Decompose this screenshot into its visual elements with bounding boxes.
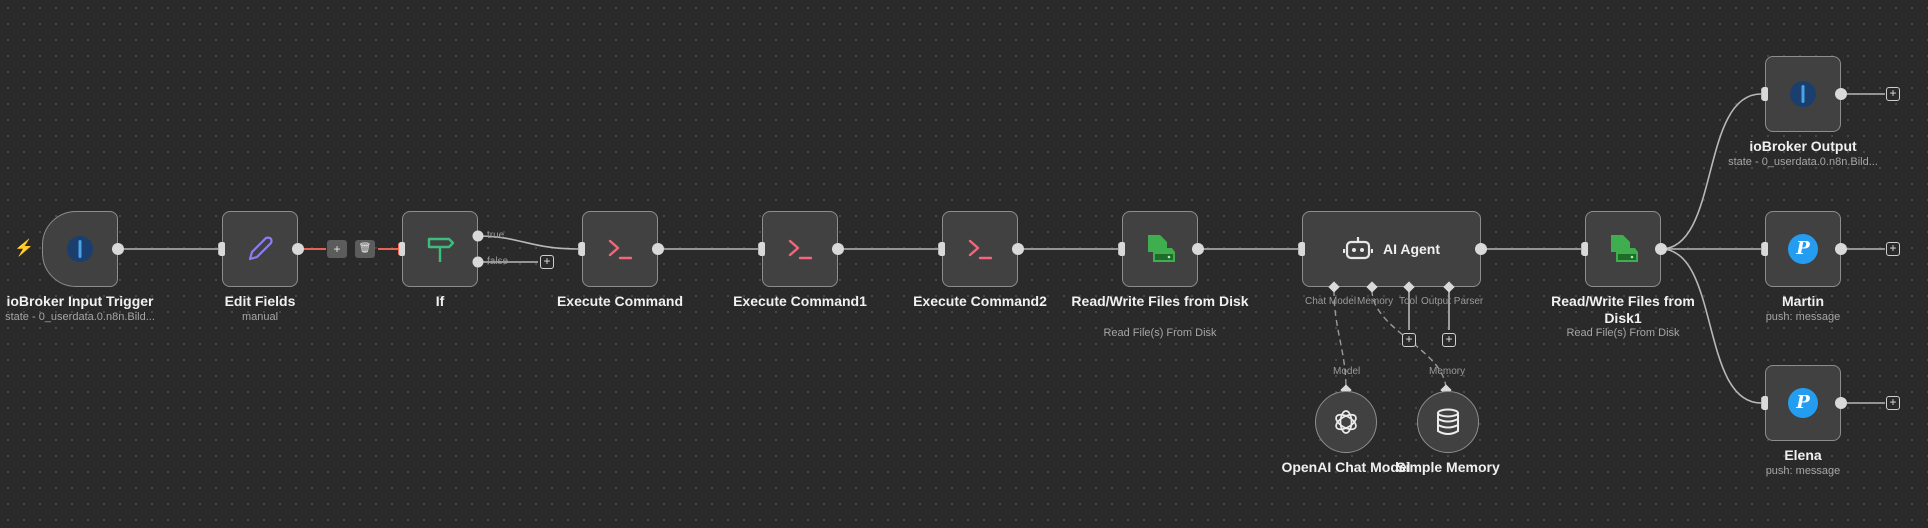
pushover-icon: P (1788, 234, 1818, 264)
node-title: Execute Command (556, 293, 684, 309)
output-port[interactable] (112, 243, 124, 255)
node-title: ioBroker Input Trigger (6, 293, 154, 309)
output-port[interactable] (1655, 243, 1667, 255)
port-label-memory: Memory (1357, 296, 1394, 307)
node-simple-memory[interactable] (1417, 391, 1479, 453)
node-subtitle: state - 0_userdata.0.n8n.Bild... (5, 311, 155, 323)
input-port[interactable] (1582, 242, 1588, 256)
add-node-plus[interactable]: + (1886, 242, 1900, 256)
node-title: OpenAI Chat Model (1281, 459, 1411, 475)
edge-rw2-iob (1660, 93, 1762, 250)
port-label-tool: Tool (1399, 296, 1418, 307)
node-iobroker-input-trigger[interactable] (42, 211, 118, 287)
iobroker-icon (1790, 81, 1816, 107)
output-port[interactable] (1835, 397, 1847, 409)
terminal-icon (968, 239, 993, 260)
output-port[interactable] (652, 243, 664, 255)
output-port[interactable] (1835, 88, 1847, 100)
node-subtitle: push: message (1765, 465, 1841, 477)
node-title: Execute Command1 (733, 293, 867, 309)
node-execute-command2[interactable] (942, 211, 1018, 287)
node-edit-fields[interactable] (222, 211, 298, 287)
output-label-false: false (487, 256, 509, 267)
pushover-icon: P (1788, 388, 1818, 418)
output-port[interactable] (832, 243, 844, 255)
input-port[interactable] (1762, 87, 1768, 101)
database-icon (1437, 408, 1459, 435)
file-disk-icon (1148, 235, 1175, 262)
terminal-icon (608, 239, 633, 260)
node-subtitle: Read File(s) From Disk (1566, 327, 1680, 339)
output-port[interactable] (292, 243, 304, 255)
output-port[interactable] (1475, 243, 1487, 255)
node-title: ioBroker Output (1749, 138, 1857, 154)
node-title: Execute Command2 (913, 293, 1047, 309)
robot-icon (1342, 237, 1373, 260)
add-tool-plus[interactable]: + (1402, 333, 1416, 347)
node-title: Elena (1784, 447, 1822, 463)
terminal-icon (788, 239, 813, 260)
node-title: AI Agent (1382, 241, 1441, 257)
edge-model-openai (1333, 289, 1347, 391)
node-subtitle: manual (241, 311, 279, 323)
edge-rw2-elena (1660, 248, 1762, 404)
node-title: Read/Write Files from Disk (1071, 293, 1249, 309)
node-execute-command1[interactable] (762, 211, 838, 287)
trigger-bolt-icon: ⚡ (14, 240, 34, 257)
file-disk-icon (1611, 235, 1638, 262)
openai-icon (1335, 410, 1357, 434)
output-label-true: true (487, 230, 505, 241)
pencil-icon (248, 236, 273, 261)
input-port[interactable] (1762, 242, 1768, 256)
add-output-parser-plus[interactable]: + (1442, 333, 1456, 347)
output-port-true[interactable] (472, 230, 484, 242)
input-port[interactable] (1119, 242, 1125, 256)
node-read-write-files1[interactable] (1585, 211, 1661, 287)
edge-if-true-exec (477, 235, 579, 250)
input-port[interactable] (219, 242, 225, 256)
node-read-write-files[interactable] (1122, 211, 1198, 287)
node-elena[interactable]: P (1765, 365, 1841, 441)
input-port[interactable] (399, 242, 405, 256)
node-ai-agent[interactable]: AI Agent (1302, 211, 1481, 287)
node-iobroker-output[interactable] (1765, 56, 1841, 132)
node-title: Read/Write Files from Disk1 (1551, 293, 1695, 326)
output-port[interactable] (1835, 243, 1847, 255)
add-node-plus[interactable]: + (1886, 87, 1900, 101)
input-port[interactable] (939, 242, 945, 256)
add-node-plus[interactable]: + (1886, 396, 1900, 410)
node-title: If (435, 293, 445, 309)
node-execute-command[interactable] (582, 211, 658, 287)
add-node-button[interactable]: + (327, 240, 347, 258)
node-title: Martin (1782, 293, 1824, 309)
port-label-output-parser: Output Parser (1421, 296, 1484, 307)
port-label-memory-node: Memory (1429, 366, 1466, 377)
port-label-chat-model: Chat Model (1305, 296, 1357, 307)
input-port[interactable] (579, 242, 585, 256)
node-if[interactable] (402, 211, 478, 287)
input-port[interactable] (1762, 396, 1768, 410)
node-title: Edit Fields (224, 293, 296, 309)
port-label-model: Model (1333, 366, 1361, 377)
input-port[interactable] (1299, 242, 1305, 256)
add-node-plus[interactable]: + (540, 255, 554, 269)
node-title: Simple Memory (1396, 459, 1500, 475)
signpost-icon (427, 237, 455, 262)
iobroker-icon (67, 236, 93, 262)
node-subtitle: push: message (1765, 311, 1841, 323)
node-martin[interactable]: P (1765, 211, 1841, 287)
delete-connection-button[interactable]: 🗑 (355, 240, 375, 258)
node-subtitle: Read File(s) From Disk (1103, 327, 1217, 339)
output-port-false[interactable] (472, 256, 484, 268)
node-subtitle: state - 0_userdata.0.n8n.Bild... (1728, 156, 1878, 168)
output-port[interactable] (1192, 243, 1204, 255)
input-port[interactable] (759, 242, 765, 256)
node-openai-chat-model[interactable] (1315, 391, 1377, 453)
output-port[interactable] (1012, 243, 1024, 255)
